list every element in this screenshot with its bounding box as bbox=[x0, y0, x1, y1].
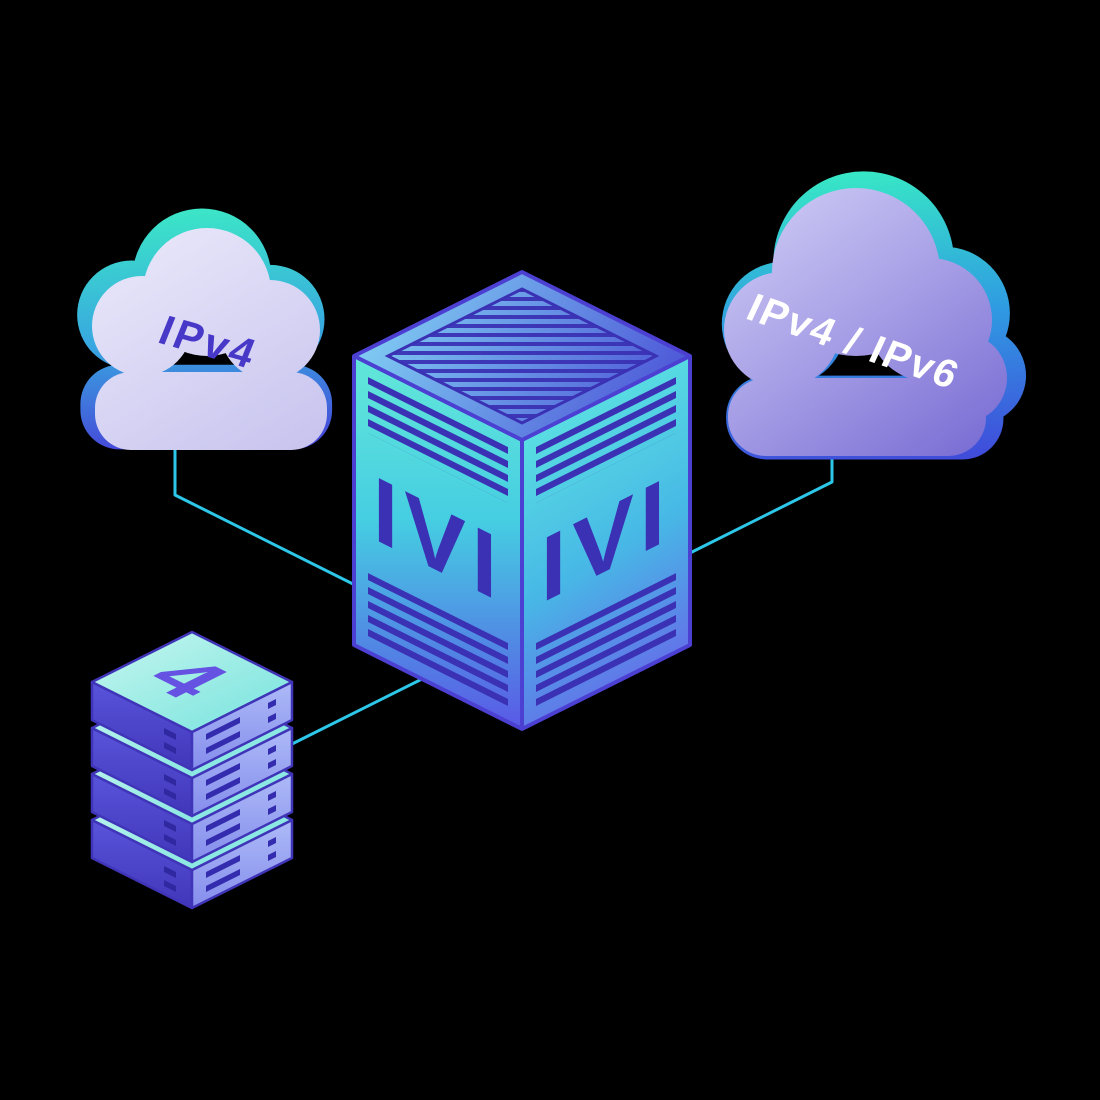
cube-left-face-content: IVI bbox=[368, 377, 508, 710]
cube-right-bottom-stripes bbox=[536, 573, 676, 710]
cloud-base bbox=[95, 372, 327, 450]
cube-left-bottom-stripes bbox=[368, 573, 508, 710]
cloud-bump bbox=[220, 280, 320, 380]
cube-outline bbox=[352, 270, 692, 731]
cube-right-top-stripes bbox=[536, 377, 676, 503]
cloud-ipv4-shape bbox=[92, 228, 327, 450]
cube-left-top-stripes bbox=[368, 377, 508, 503]
cloud-bump bbox=[917, 333, 1007, 423]
node-cloud-dual: IPv4 / IPv6 bbox=[721, 171, 1027, 460]
connector-server-stack-to-ivi bbox=[291, 672, 433, 746]
node-ivi-box: IVI IVI bbox=[352, 270, 692, 731]
cloud-dual-shape bbox=[724, 188, 1007, 456]
node-server-stack: 4 bbox=[90, 630, 294, 910]
node-cloud-ipv4: IPv4 bbox=[77, 208, 333, 450]
connector-cloud-ipv4-to-ivi bbox=[173, 430, 358, 588]
